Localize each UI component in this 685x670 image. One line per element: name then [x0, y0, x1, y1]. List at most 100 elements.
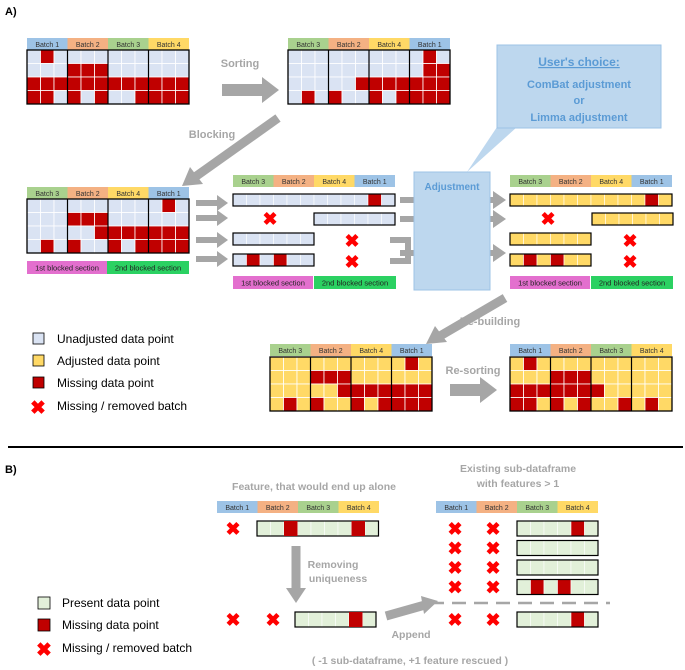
- data-cell: [604, 193, 619, 207]
- missing-cell: [355, 76, 370, 91]
- data-cell: [246, 232, 261, 246]
- row-border: [294, 611, 377, 628]
- missing-cell: [577, 397, 592, 412]
- batch-header-label: Batch 4: [640, 348, 664, 355]
- adjusted-section-second-box: [591, 276, 673, 289]
- data-cell: [381, 193, 396, 207]
- data-cell: [354, 212, 369, 226]
- data-cell: [53, 49, 68, 64]
- data-cell: [175, 212, 190, 227]
- missing-cell: [644, 193, 659, 207]
- matrix-border: [509, 356, 673, 412]
- data-cell: [314, 49, 329, 64]
- data-cell: [355, 90, 370, 105]
- data-cell: [232, 193, 247, 207]
- data-cell: [283, 370, 298, 385]
- adjustment-box: [413, 171, 491, 291]
- data-cell: [256, 520, 271, 537]
- batch-header-label: Batch 1: [225, 505, 249, 512]
- data-cell: [313, 193, 328, 207]
- missing-cell: [509, 397, 524, 412]
- appended-feature-row: [516, 611, 599, 628]
- data-cell: [536, 193, 551, 207]
- missing-cell: [364, 383, 379, 398]
- missing-cell: [284, 521, 298, 536]
- batch-header-box: [476, 501, 517, 513]
- data-cell: [543, 540, 558, 556]
- missing-cell: [283, 397, 298, 412]
- data-cell: [40, 225, 55, 240]
- adjusted-block-3: [509, 232, 592, 246]
- missing-cell: [328, 90, 343, 105]
- legend-present-label: Present data point: [62, 596, 160, 610]
- data-cell: [286, 253, 301, 267]
- missing-cell: [94, 76, 109, 91]
- missing-cell: [523, 356, 538, 371]
- batch-header-label: Batch 4: [377, 42, 401, 49]
- data-cell: [287, 63, 302, 78]
- data-cell: [80, 90, 95, 105]
- data-cell: [314, 90, 329, 105]
- sub-block-1: [232, 193, 396, 207]
- missing-cell: [67, 212, 82, 227]
- data-cell: [367, 212, 382, 226]
- data-cell: [395, 49, 410, 64]
- sorted-matrix: [287, 49, 451, 105]
- removed-batch-cross-icon: ✖: [262, 209, 277, 229]
- data-cell: [381, 212, 396, 226]
- data-cell: [161, 212, 176, 227]
- data-cell: [134, 198, 149, 213]
- missing-cell: [418, 397, 433, 412]
- batch-header-box: [510, 175, 551, 187]
- data-cell: [631, 383, 646, 398]
- row-border: [516, 559, 599, 576]
- data-cell: [368, 49, 383, 64]
- data-cell: [269, 370, 284, 385]
- data-cell: [286, 193, 301, 207]
- rebuilding-arrow: [426, 294, 508, 344]
- resorted-matrix: [509, 356, 673, 412]
- batch-header-label: Batch 1: [444, 505, 468, 512]
- missing-cell: [422, 63, 437, 78]
- data-cell: [604, 383, 619, 398]
- sub-block-4: [232, 253, 315, 267]
- rebuilding-label: Re-building: [460, 316, 521, 328]
- sub-block-3: [232, 232, 315, 246]
- batch-header-box: [233, 175, 274, 187]
- missing-cell: [570, 520, 585, 537]
- data-cell: [644, 356, 659, 371]
- data-cell: [121, 90, 136, 105]
- adjusted-block-4: [509, 253, 592, 267]
- data-cell: [509, 193, 524, 207]
- missing-cell: [557, 579, 572, 595]
- rescued-feature-row: [294, 611, 377, 628]
- adjusted-section-first-box: [510, 276, 590, 289]
- data-cell: [658, 356, 673, 371]
- data-cell: [618, 212, 633, 226]
- data-cell: [26, 63, 41, 78]
- removed-batch-cross-icon: ✖: [344, 231, 359, 251]
- legend-missing-label-b: Missing data point: [62, 618, 159, 632]
- batch-header-label: Batch 3: [241, 179, 265, 186]
- data-cell: [364, 520, 379, 537]
- data-cell: [536, 370, 551, 385]
- data-cell: [509, 253, 524, 267]
- data-cell: [645, 212, 660, 226]
- data-cell: [148, 198, 163, 213]
- missing-cell: [570, 611, 585, 628]
- missing-cell: [246, 253, 261, 267]
- removed-batch-cross-icon: ✖: [225, 519, 240, 539]
- row-border: [516, 578, 599, 596]
- data-cell: [418, 356, 433, 371]
- split-section-second-box: [314, 276, 396, 289]
- data-cell: [543, 559, 558, 576]
- removed-batch-cross-icon: ✖: [485, 519, 500, 539]
- data-cell: [631, 370, 646, 385]
- missing-cell: [148, 225, 163, 240]
- batch-header-label: Batch 3: [296, 42, 320, 49]
- data-cell: [107, 198, 122, 213]
- data-cell: [296, 370, 311, 385]
